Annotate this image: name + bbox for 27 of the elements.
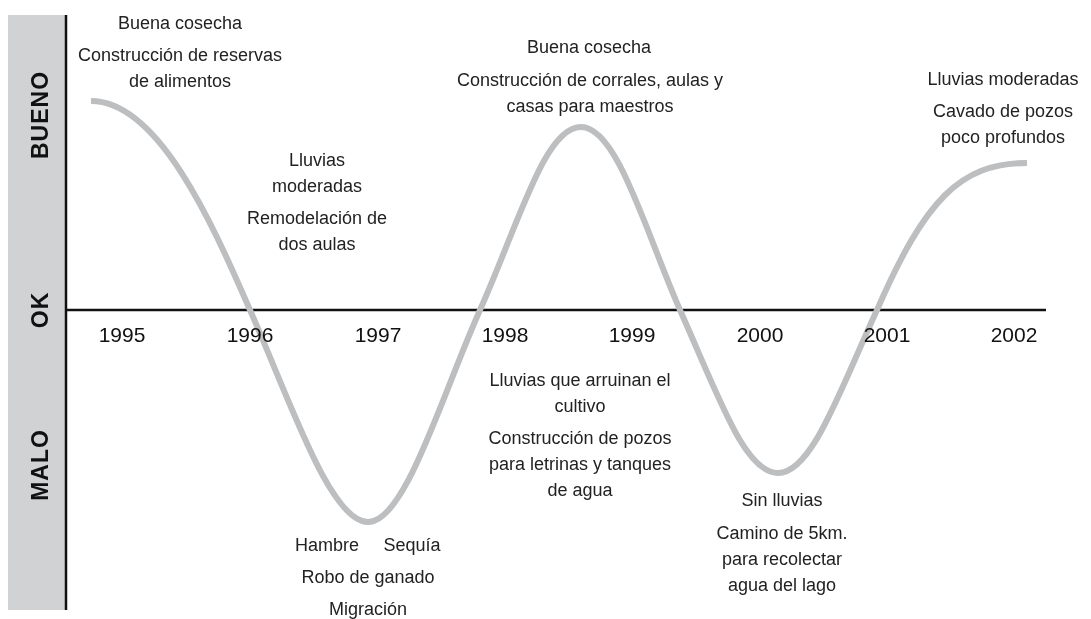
annotation-text: Hambre <box>294 534 360 557</box>
year-label: 1998 <box>480 323 530 347</box>
year-label: 1995 <box>97 323 147 347</box>
annotation-text: Remodelación de dos aulas <box>245 207 389 256</box>
year-label: 1999 <box>607 323 657 347</box>
annotation-text: Lluvias que arruinan el cultivo <box>488 369 672 418</box>
annotation-text: Cavado de pozos poco profundos <box>931 100 1075 149</box>
annotation-text: Lluvias moderadas <box>926 68 1080 91</box>
annotation-text: Construcción de corrales, aulas y casas para maestros <box>455 69 725 118</box>
year-label: 1996 <box>225 323 275 347</box>
annotation-text: Buena cosecha <box>525 36 653 59</box>
annotation-text: Robo de ganado <box>300 566 436 589</box>
annotation-text: Construcción de pozos para letrinas y tanques de agua <box>487 427 673 502</box>
year-label: 2002 <box>989 323 1039 347</box>
annotation-text: Lluvias moderadas <box>270 149 364 198</box>
annotation-text: Buena cosecha <box>116 12 244 35</box>
annotation-text: Sin lluvias <box>740 489 824 512</box>
annotation-text: Sequía <box>382 534 442 557</box>
annotation-text: Migración <box>328 598 408 619</box>
annotation-text: Camino de 5km. para recolectar agua del lago <box>715 522 849 597</box>
scale-label: BUENO <box>26 70 54 160</box>
year-label: 2000 <box>735 323 785 347</box>
annotation-text: Construcción de reservas de alimentos <box>76 44 284 93</box>
year-label: 2001 <box>862 323 912 347</box>
year-label: 1997 <box>353 323 403 347</box>
scale-label: MALO <box>26 429 54 501</box>
scale-label: OK <box>26 291 54 329</box>
